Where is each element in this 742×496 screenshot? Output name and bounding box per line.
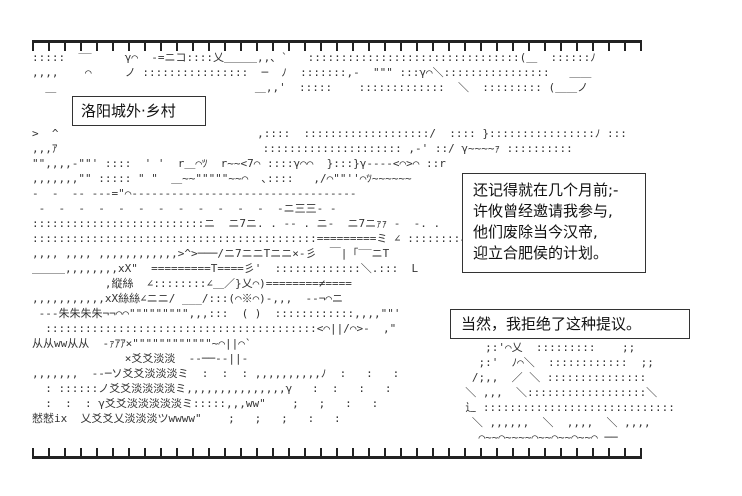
- art-line: ::::::::::::::::::::::::::::::::::::::::…: [32, 232, 467, 245]
- bottom-ruler-border: [32, 448, 642, 459]
- top-ruler-border: [32, 40, 642, 51]
- art-line: /;,, ／ ＼ :::::::::::::::: [452, 371, 647, 384]
- art-line: ;:'⌒乂 ::::::::: ;;: [452, 341, 636, 354]
- art-line: ‐‐‐朱朱朱朱¬¬⌒⌒""""""""",,,::: ( ) :::::::::…: [32, 307, 401, 320]
- art-line: ＿ ＿,,' ::::: ::::::::::::: ＼ ::::::::: (…: [32, 81, 589, 94]
- art-line: ⌒~~⌒~~~~⌒~~⌒~~⌒~~⌒ ──: [452, 431, 618, 444]
- art-line: ,,,ｱ ::::::::::::::::::::: ,-' ::/ γ~~~~…: [32, 142, 573, 155]
- art-line: ::::::::::::::::::::::::::::::::::::::::…: [32, 322, 397, 335]
- art-line: 辶 :::::::::::::::::::::::::::::: [452, 401, 675, 414]
- art-line: ×爻爻淡淡 ‐‐──‐‐||‐: [32, 352, 249, 365]
- speech-line: 他们废除当今汉帝,: [473, 223, 598, 241]
- art-line: ,,,,,,,,,,,xX絲絲∠ニニ/ ___/:::(⌒※⌒)-,,, ‐‐¬…: [32, 292, 344, 305]
- art-line: ＼ ,,,,,, ＼ ,,,, ＼ ,,,,: [452, 416, 664, 429]
- speech-box-2: 当然，我拒绝了这种提议。: [450, 309, 690, 339]
- art-line: ,,,, ,,,, ,,,,,,,,,,,,>^>───/ニ7ニニTニニ×‐彡 …: [32, 247, 390, 260]
- art-line: > ^ ,:::: :::::::::::::::::::/ :::: }:::…: [32, 127, 627, 140]
- speech-box-1: 还记得就在几个月前;- 许攸曾经邀请我参与, 他们废除当今汉帝, 迎立合肥侯的计…: [462, 173, 646, 273]
- art-line: ::::: ‾‾ γ⌒ -=ニコ::::乂＿＿＿,,、` :::::::::::…: [32, 51, 596, 64]
- art-line: ,縦絲 ∠::::::::∠＿／}乂⌒)========≠====: [32, 277, 352, 290]
- art-line: ;:' ﾉ⌒＼ :::::::::::: ;;: [452, 356, 654, 369]
- speech-line: 还记得就在几个月前;-: [473, 181, 619, 199]
- art-line: ,,,,,,,"" ::::: " " ＿~~"""""~~⌒ ､:::: ,/…: [32, 172, 412, 185]
- location-caption-box: 洛阳城外·乡村: [72, 96, 206, 126]
- art-line: 憖憖ix 乂爻爻乂淡淡淡ツwwww" ; ; ; : :: [32, 412, 341, 425]
- art-line: ＿＿＿,,,,,,,,xX" =========T====彡' ::::::::…: [32, 262, 419, 275]
- location-caption: 洛阳城外·乡村: [81, 102, 176, 120]
- art-line: - ‐ ‐‐ ‐‐‐="⌒‐‐‐‐‐‐‐‐‐‐‐‐‐‐‐‐‐‐‐‐‐‐‐‐‐‐‐…: [32, 187, 357, 200]
- art-line: - - - - - - - - - - - - -ニ三三- -: [32, 202, 337, 215]
- art-line: 从从ww从从 ‐ｧｱｱ×""""""""""""~⌒||⌒`: [32, 337, 252, 350]
- speech-line: 迎立合肥侯的计划。: [473, 244, 609, 262]
- art-line: ＼ ,,, ＼::::::::::::::::::＼: [452, 386, 658, 399]
- art-line: ::::::::::::::::::::::::::ニ ニ7ニ. . ‐‐ . …: [32, 217, 441, 230]
- art-line: ,,,, ⌒ ノ :::::::::::::::: ─ ﾉ :::::::,- …: [32, 66, 592, 79]
- art-line: "",,,,-""' :::: ' ' r＿⌒ﾂ r~~<7⌒ ::::γ⌒⌒ …: [32, 157, 446, 170]
- art-line: : : : γ爻爻淡淡淡淡淡ミ:::::,,,ww" ; ; : :: [32, 397, 379, 410]
- speech-line: 许攸曾经邀请我参与,: [473, 202, 613, 220]
- speech-line: 当然，我拒绝了这种提议。: [461, 315, 642, 333]
- art-line: : ::::::ノ爻爻淡淡淡淡ミ,,,,,,,,,,,,,,,γ : : : :: [32, 382, 392, 395]
- art-line: ,,,,,,, ‐‐─ソ爻爻淡淡淡ミ : : : ,,,,,,,,,,ﾉ : :…: [32, 367, 400, 380]
